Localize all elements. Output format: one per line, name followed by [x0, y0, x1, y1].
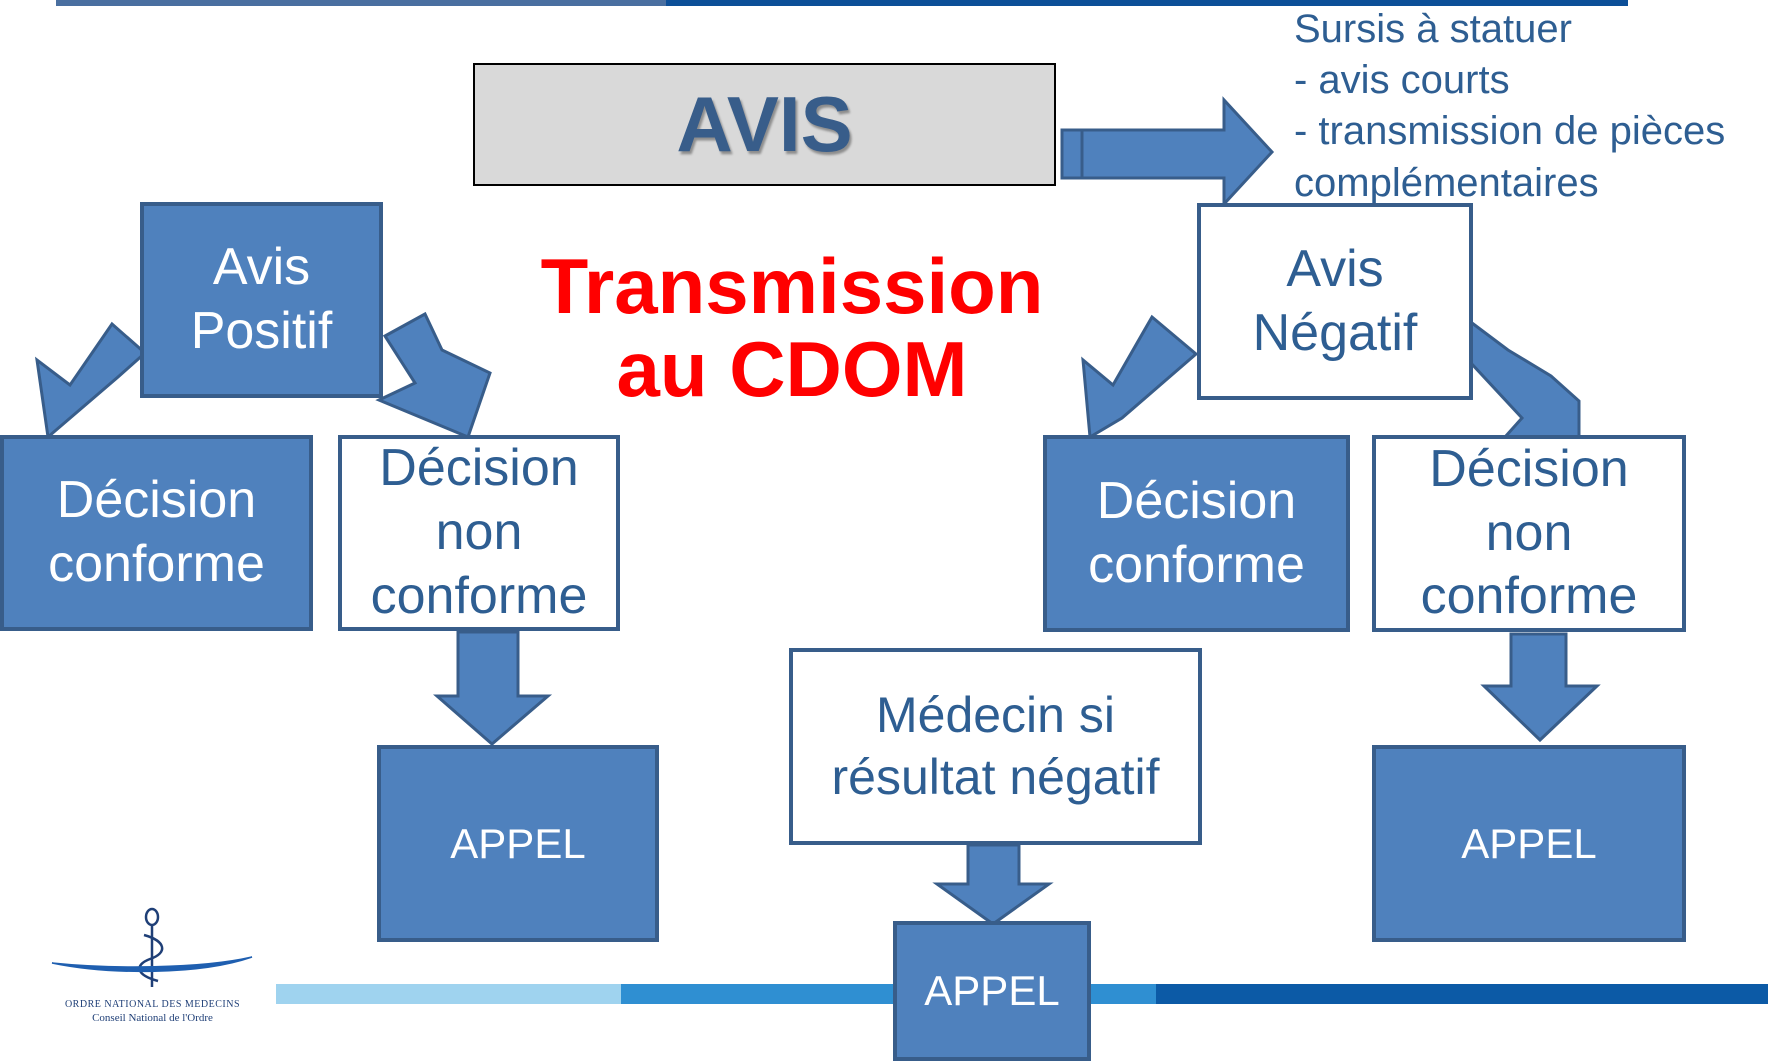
sursis-line-4: complémentaires	[1294, 160, 1599, 205]
left-appel-label: APPEL	[450, 819, 586, 867]
right-decision-non-conforme-line-1: Décision	[1429, 439, 1629, 498]
avis-label: AVIS	[676, 79, 853, 168]
center-appel-label: APPEL	[924, 967, 1060, 1015]
headline-line-2: au CDOM	[616, 325, 968, 414]
sursis-line-1: Sursis à statuer	[1294, 7, 1572, 51]
sursis-line-2: - avis courts	[1294, 58, 1510, 103]
headline-line-1: Transmission	[540, 242, 1044, 330]
right-decision-non-conforme-line-2: non	[1485, 503, 1573, 562]
left-decision-non-conforme-line-3: conforme	[370, 566, 588, 625]
arrow-positif-to-conforme	[34, 321, 148, 440]
medecin-line-2: résultat négatif	[831, 748, 1160, 805]
arrow-positif-to-nonconforme	[375, 311, 492, 439]
avis-negatif-line-1: Avis	[1286, 239, 1384, 298]
left-decision-conforme-box: Décision conforme	[0, 435, 313, 631]
arrow-right-to-appel	[1480, 632, 1601, 743]
arrow-left-to-appel	[433, 630, 553, 746]
right-decision-non-conforme-box: Décision non conforme	[1372, 435, 1686, 632]
arrow-avis-stub	[1060, 128, 1084, 180]
avis-negatif-line-2: Négatif	[1252, 303, 1418, 362]
avis-positif-line-1: Avis	[212, 238, 311, 297]
right-decision-conforme-line-1: Décision	[1096, 471, 1297, 530]
right-decision-conforme-box: Décision conforme	[1043, 435, 1350, 632]
arrow-medecin-to-appel	[932, 843, 1054, 926]
left-decision-non-conforme-line-1: Décision	[379, 439, 579, 498]
left-decision-conforme-line-2: conforme	[48, 535, 265, 593]
avis-positif-line-2: Positif	[190, 302, 333, 360]
caduceus-icon	[51, 907, 253, 987]
arrow-avis-to-sursis	[1062, 96, 1275, 208]
arrow-negatif-to-nonconforme	[1466, 316, 1581, 439]
arrow-negatif-to-conforme	[1081, 314, 1199, 440]
logo-line-2: Conseil National de l'Ordre	[92, 1012, 213, 1024]
right-appel-box: APPEL	[1372, 745, 1686, 942]
right-decision-conforme-line-2: conforme	[1088, 535, 1305, 594]
right-appel-label: APPEL	[1461, 819, 1597, 867]
avis-negatif-box: Avis Négatif	[1197, 203, 1473, 400]
bottom-band-3	[1156, 984, 1768, 1004]
avis-box: AVIS	[473, 63, 1056, 186]
avis-positif-box: Avis Positif	[140, 202, 383, 398]
ordre-logo: ORDRE NATIONAL DES MEDECINS Conseil Nati…	[50, 905, 255, 1025]
left-appel-box: APPEL	[377, 745, 659, 942]
top-bar-left	[56, 0, 666, 6]
medecin-line-1: Médecin si	[875, 687, 1115, 743]
top-bar-right	[666, 0, 1628, 6]
left-decision-non-conforme-line-2: non	[435, 503, 523, 562]
bottom-band-1	[276, 984, 621, 1004]
sursis-line-3: - transmission de pièces	[1294, 109, 1726, 154]
logo-line-1: ORDRE NATIONAL DES MEDECINS	[64, 999, 241, 1010]
center-appel-box: APPEL	[893, 921, 1091, 1061]
left-decision-non-conforme-box: Décision non conforme	[338, 435, 620, 631]
sursis-text: Sursis à statuer - avis courts - transmi…	[1294, 4, 1725, 209]
left-decision-conforme-line-1: Décision	[56, 471, 257, 530]
right-decision-non-conforme-line-3: conforme	[1420, 567, 1638, 626]
medecin-box: Médecin si résultat négatif	[789, 648, 1202, 845]
headline: Transmission au CDOM	[508, 242, 1076, 414]
